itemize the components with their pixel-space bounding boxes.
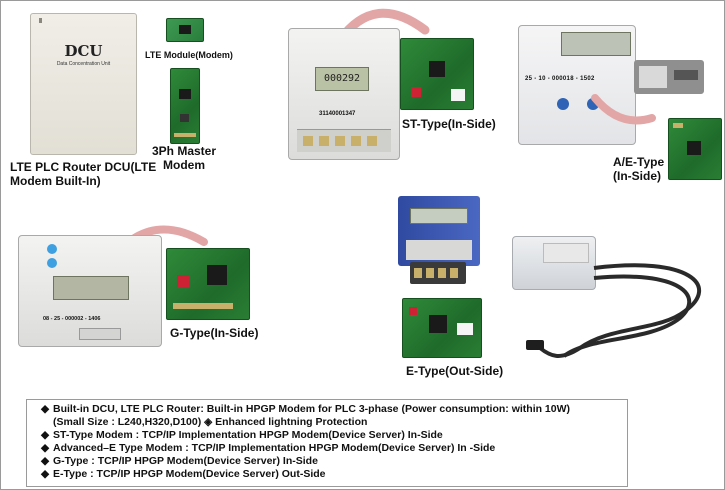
master-modem-line2: Modem [163, 158, 205, 172]
master-modem-caption: 3Ph Master Modem [148, 144, 220, 172]
g-meter-lcd-text: 08 - 25 - 000002 - 1406 [43, 316, 101, 322]
ae-type-caption: A/E-Type (In-Side) [613, 155, 664, 183]
g-meter-slot [79, 328, 121, 340]
g-type-caption: G-Type(In-Side) [170, 326, 259, 340]
st-modem-image [400, 38, 474, 110]
g-meter-lcd-screen [53, 276, 129, 300]
ae-button-icon [557, 98, 569, 110]
g-button-icon [47, 258, 57, 268]
st-meter-lcd: 000292 [315, 67, 369, 91]
ae-type-line2: (In-Side) [613, 169, 661, 183]
feature-list-box: ◆Built-in DCU, LTE PLC Router: Built-in … [26, 399, 628, 487]
dcu-caption-line1: LTE PLC Router DCU(LTE [10, 160, 157, 174]
lte-module-caption: LTE Module(Modem) [145, 50, 233, 60]
dcu-caption: LTE PLC Router DCU(LTE Modem Built-In) [10, 160, 160, 188]
diamond-bullet-icon: ◆ [41, 468, 50, 480]
lte-module-image [166, 18, 204, 42]
dcu-box-title: DCU [64, 42, 103, 60]
ae-meter-lcd-text: 25 - 10 - 000018 - 1502 [525, 76, 595, 82]
ae-meter-image: 25 - 10 - 000018 - 1502 [518, 25, 636, 145]
g-button-icon [47, 244, 57, 254]
diamond-bullet-icon: ◆ [41, 455, 50, 467]
feature-list-item: ◆E-Type : TCP/IP HPGP Modem(Device Serve… [41, 468, 326, 480]
ae-type-line1: A/E-Type [613, 155, 665, 169]
feature-list-item: ◆G-Type : TCP/IP HPGP Modem(Device Serve… [41, 455, 318, 467]
st-meter-serial: 31140001347 [319, 111, 356, 117]
st-meter-terminal [297, 129, 391, 152]
master-modem-line1: 3Ph Master [151, 144, 217, 158]
master-modem-image [170, 68, 200, 144]
diamond-bullet-icon: ◆ [41, 442, 50, 454]
e-meter-image [398, 196, 480, 266]
ae-modem-image [668, 118, 722, 180]
feature-list-item: ◆ST-Type Modem : TCP/IP Implementation H… [41, 429, 443, 441]
ae-arrow-icon [591, 94, 656, 125]
diamond-bullet-icon: ◆ [41, 403, 50, 415]
st-type-caption: ST-Type(In-Side) [402, 117, 496, 131]
feature-list-item: ◆Built-in DCU, LTE PLC Router: Built-in … [41, 403, 571, 415]
dcu-box-subtitle: Data Concentration Unit [56, 61, 111, 67]
dcu-latch [39, 18, 42, 23]
dcu-caption-line2: Modem Built-In) [10, 174, 101, 188]
e-cable-icon [526, 263, 702, 358]
g-modem-image [166, 248, 250, 320]
e-terminal-block-image [410, 262, 466, 284]
e-outside-box-image [512, 236, 596, 290]
feature-list-item: (Small Size : L240,H320,D100) ◈ Enhanced… [53, 416, 368, 428]
g-meter-image: 08 - 25 - 000002 - 1406 [18, 235, 162, 347]
e-modem-image [402, 298, 482, 358]
e-type-caption: E-Type(Out-Side) [406, 364, 504, 378]
dcu-enclosure-image: DCU Data Concentration Unit [30, 13, 137, 155]
ae-meter-lcd-screen [561, 32, 631, 56]
ae-cover-image [634, 60, 704, 94]
st-meter-image: 000292 31140001347 [288, 28, 400, 160]
feature-list-item: ◆Advanced–E Type Modem : TCP/IP Implemen… [41, 442, 496, 454]
diamond-bullet-icon: ◆ [41, 429, 50, 441]
